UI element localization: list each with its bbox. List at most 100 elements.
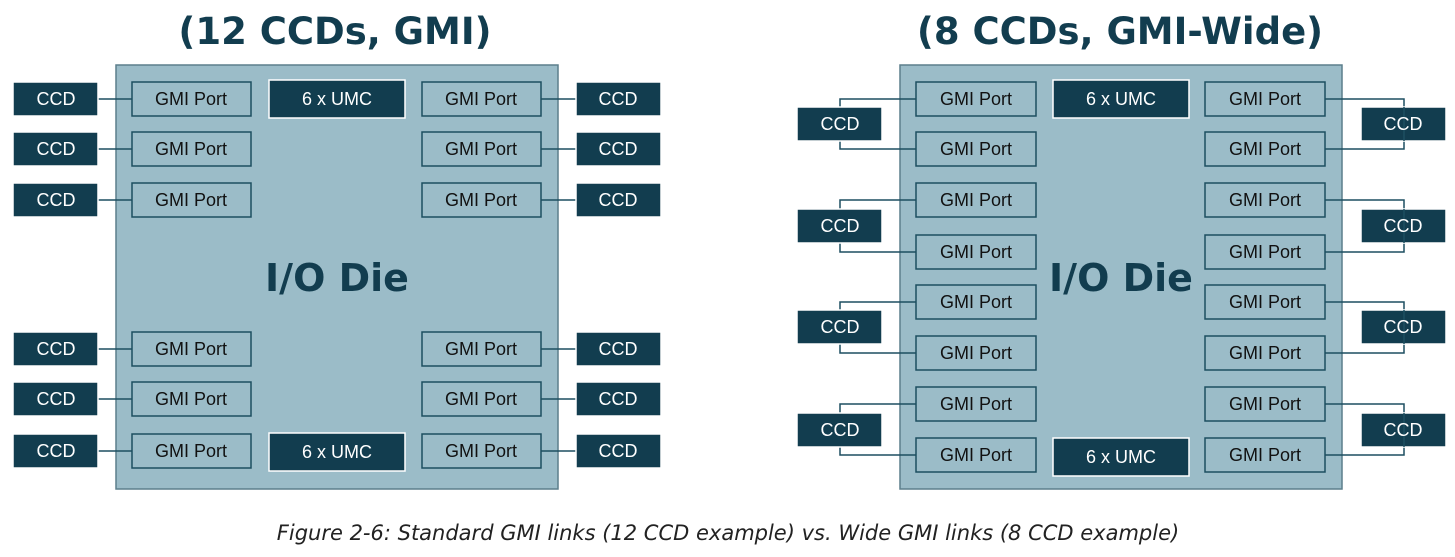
gmi-port — [421, 381, 542, 417]
gmi-port-label: GMI Port — [940, 139, 1012, 159]
ccd-chiplet — [575, 433, 662, 469]
gmi-link: GMI Port CCD — [421, 182, 662, 218]
ccd-chiplet — [12, 131, 99, 167]
gmi-port — [131, 81, 252, 117]
gmi-port — [131, 131, 252, 167]
gmi-port — [1204, 437, 1326, 473]
gmi-link: GMI Port CCD — [421, 81, 662, 117]
ccd-chiplet — [575, 81, 662, 117]
gmi-wide-link: GMI Port GMI Port CCD — [1204, 284, 1447, 371]
ccd-label: CCD — [821, 216, 860, 236]
gmi-port — [915, 81, 1037, 117]
ccd-chiplet — [575, 131, 662, 167]
gmi-port-label: GMI Port — [1229, 139, 1301, 159]
ccd-chiplet — [796, 106, 883, 142]
gmi-port — [915, 437, 1037, 473]
gmi-link: GMI Port CCD — [421, 131, 662, 167]
gmi-port — [421, 131, 542, 167]
gmi-port-label: GMI Port — [1229, 89, 1301, 109]
gmi-port-label: GMI Port — [445, 339, 517, 359]
ccd-chiplet — [796, 309, 883, 345]
gmi-port-label: GMI Port — [940, 242, 1012, 262]
umc-label: 6 x UMC — [302, 89, 372, 109]
gmi-port-label: GMI Port — [1229, 343, 1301, 363]
gmi-port-label: GMI Port — [445, 389, 517, 409]
ccd-label: CCD — [37, 139, 76, 159]
gmi-port-label: GMI Port — [940, 394, 1012, 414]
ccd-label: CCD — [37, 190, 76, 210]
gmi-port-label: GMI Port — [1229, 292, 1301, 312]
gmi-link: GMI Port CCD — [421, 331, 662, 367]
io-die-label: I/O Die — [265, 256, 409, 300]
ccd-label: CCD — [1384, 420, 1423, 440]
umc-block-bottom: 6 x UMC — [268, 432, 406, 472]
gmi-link: CCD GMI Port — [12, 182, 252, 218]
gmi-port-label: GMI Port — [155, 139, 227, 159]
ccd-label: CCD — [37, 441, 76, 461]
gmi-port — [131, 433, 252, 469]
gmi-wide-link: CCD GMI Port GMI Port — [796, 81, 1037, 167]
ccd-label: CCD — [821, 317, 860, 337]
ccd-label: CCD — [821, 420, 860, 440]
gmi-port-label: GMI Port — [940, 292, 1012, 312]
gmi-port-label: GMI Port — [940, 343, 1012, 363]
gmi-port — [915, 335, 1037, 371]
umc-block-bottom: 6 x UMC — [1052, 437, 1190, 477]
ccd-chiplet — [796, 208, 883, 244]
gmi-wide-link: GMI Port GMI Port CCD — [1204, 81, 1447, 167]
ccd-label: CCD — [599, 190, 638, 210]
figure-caption: Figure 2-6: Standard GMI links (12 CCD e… — [277, 521, 1179, 545]
gmi-port — [421, 182, 542, 218]
gmi-port — [1204, 81, 1326, 117]
gmi-wide-link: GMI Port GMI Port CCD — [1204, 182, 1447, 270]
gmi-link: CCD GMI Port — [12, 331, 252, 367]
gmi-port-label: GMI Port — [155, 339, 227, 359]
gmi-port-label: GMI Port — [1229, 190, 1301, 210]
gmi-port — [131, 331, 252, 367]
gmi-port-label: GMI Port — [445, 139, 517, 159]
gmi-port — [421, 81, 542, 117]
gmi-port-label: GMI Port — [445, 190, 517, 210]
ccd-label: CCD — [599, 339, 638, 359]
gmi-port — [1204, 131, 1326, 167]
ccd-label: CCD — [1384, 114, 1423, 134]
gmi-port-label: GMI Port — [445, 89, 517, 109]
ccd-chiplet — [575, 182, 662, 218]
ccd-chiplet — [796, 412, 883, 448]
gmi-port — [915, 284, 1037, 320]
diagram-title: (8 CCDs, GMI-Wide) — [917, 10, 1323, 53]
gmi-port — [1204, 284, 1326, 320]
gmi-port — [1204, 182, 1326, 218]
umc-label: 6 x UMC — [1086, 447, 1156, 467]
ccd-chiplet — [12, 331, 99, 367]
gmi-port — [421, 331, 542, 367]
gmi-link: CCD GMI Port — [12, 131, 252, 167]
gmi-link: GMI Port CCD — [421, 433, 662, 469]
gmi-port — [131, 182, 252, 218]
gmi-port — [915, 234, 1037, 270]
io-die-label: I/O Die — [1049, 256, 1193, 300]
ccd-chiplet — [12, 182, 99, 218]
gmi-wide-link: GMI Port GMI Port CCD — [1204, 386, 1447, 473]
gmi-port — [131, 381, 252, 417]
diagram-gmi-wide: (8 CCDs, GMI-Wide) I/O Die 6 x UMC 6 x U… — [796, 10, 1447, 490]
gmi-link: GMI Port CCD — [421, 381, 662, 417]
ccd-label: CCD — [599, 139, 638, 159]
gmi-port-label: GMI Port — [1229, 394, 1301, 414]
gmi-port-label: GMI Port — [940, 190, 1012, 210]
umc-block-top: 6 x UMC — [1052, 79, 1190, 119]
ccd-label: CCD — [599, 389, 638, 409]
gmi-port-label: GMI Port — [1229, 242, 1301, 262]
umc-block-top: 6 x UMC — [268, 79, 406, 119]
gmi-link: CCD GMI Port — [12, 81, 252, 117]
gmi-wide-link: CCD GMI Port GMI Port — [796, 182, 1037, 270]
ccd-chiplet — [12, 81, 99, 117]
gmi-port — [915, 386, 1037, 422]
gmi-port — [421, 433, 542, 469]
gmi-port-label: GMI Port — [1229, 445, 1301, 465]
gmi-link: CCD GMI Port — [12, 381, 252, 417]
gmi-port — [1204, 386, 1326, 422]
gmi-wide-link: CCD GMI Port GMI Port — [796, 284, 1037, 371]
diagram-gmi-standard: (12 CCDs, GMI) I/O Die 6 x UMC 6 x UMC C… — [12, 10, 662, 490]
